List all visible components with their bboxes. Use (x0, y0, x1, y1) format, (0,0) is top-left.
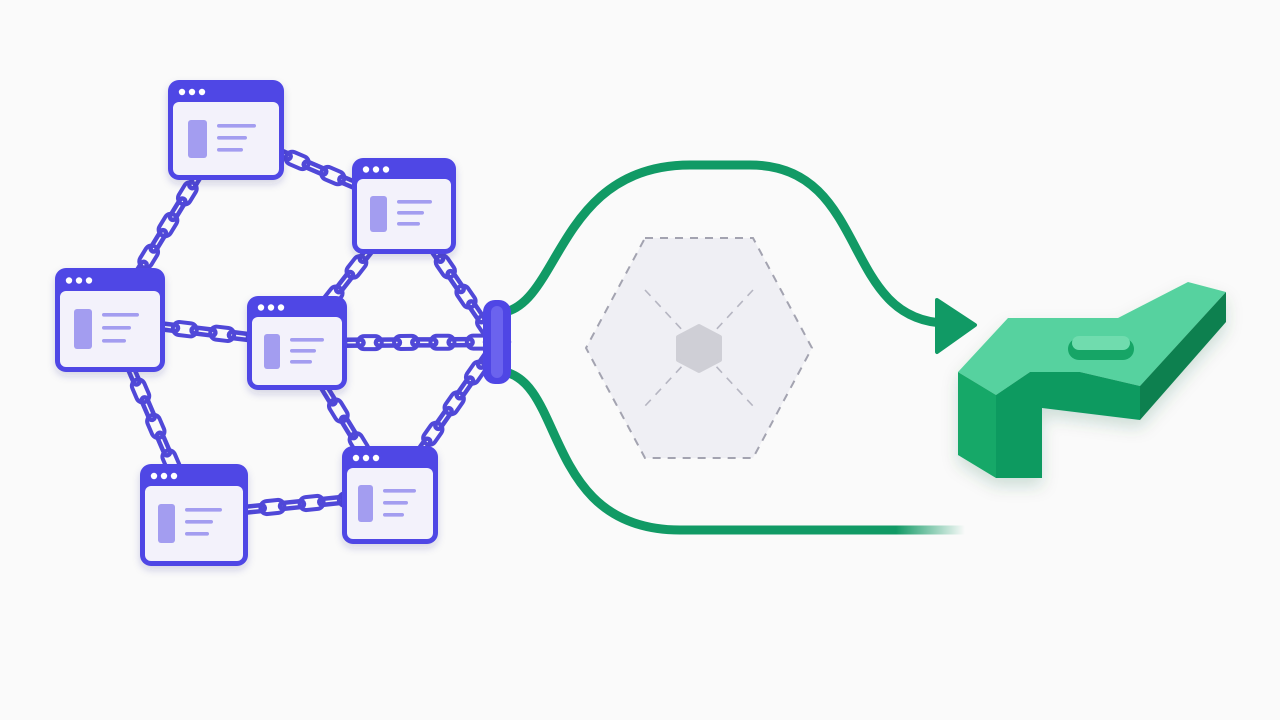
window-dot (178, 88, 186, 96)
arrow-head-icon (935, 298, 977, 354)
hub-core-icon (676, 324, 722, 373)
chain-link (446, 336, 475, 348)
text-line (397, 222, 420, 226)
window-dot (267, 304, 275, 311)
image-placeholder-icon (158, 504, 175, 543)
chain-link (208, 324, 237, 343)
chain-link (338, 414, 359, 441)
chain-link (137, 243, 161, 270)
text-line (185, 508, 222, 512)
chain-link (175, 180, 199, 207)
chain-link (373, 337, 403, 348)
text-line (397, 211, 424, 215)
chain-link (344, 254, 369, 280)
browser-window-icon (352, 158, 456, 254)
chain-link (454, 283, 478, 310)
window-dot (372, 454, 380, 462)
chain-link (170, 320, 199, 339)
chain-link (433, 253, 457, 280)
text-line (290, 349, 316, 353)
window-dot (170, 472, 178, 480)
window-dot (362, 454, 370, 462)
browser-windows (55, 80, 456, 566)
chain-link (442, 390, 466, 417)
text-line (102, 326, 131, 330)
browser-window-icon (247, 296, 347, 390)
window-dot (160, 472, 168, 480)
chain-link (301, 159, 329, 177)
chain-link (333, 269, 356, 295)
window-dot (277, 304, 285, 311)
image-placeholder-icon (370, 196, 387, 232)
text-line (290, 360, 312, 364)
text-line (102, 313, 139, 317)
text-line (217, 136, 247, 140)
chain-link (326, 397, 350, 424)
text-line (397, 200, 432, 204)
chain-link (154, 430, 173, 458)
chain-link (139, 395, 157, 423)
image-placeholder-icon (188, 120, 207, 158)
browser-window-icon (140, 464, 248, 566)
window-dot (65, 277, 73, 284)
flow-lines (500, 160, 977, 535)
window-dot (75, 277, 83, 284)
chain-link (129, 377, 152, 405)
image-placeholder-icon (74, 309, 92, 349)
window-dot (198, 88, 206, 96)
chain-link (258, 497, 287, 517)
chain-link (421, 420, 445, 447)
chain-link (463, 359, 488, 386)
chain-link (277, 498, 307, 512)
image-placeholder-icon (264, 334, 280, 369)
text-line (102, 339, 126, 343)
text-line (217, 148, 243, 152)
chain-link (454, 375, 476, 401)
text-line (185, 532, 209, 536)
text-line (185, 520, 213, 524)
window-dot (257, 304, 265, 311)
text-line (217, 124, 256, 128)
chain-link (148, 227, 169, 254)
window-dot (372, 166, 380, 173)
flow-line-bottom (500, 367, 970, 535)
text-line (383, 513, 404, 517)
window-dot (150, 472, 158, 480)
chain-link (355, 334, 384, 352)
chain-connector-icon (483, 300, 511, 384)
chain-link (145, 412, 167, 440)
text-line (383, 501, 408, 505)
browser-window-icon (342, 446, 438, 544)
chain-link (410, 337, 439, 348)
chain-link (445, 268, 466, 295)
chain-link (392, 333, 421, 351)
browser-window-icon (168, 80, 284, 180)
text-line (290, 338, 324, 342)
window-dot (85, 277, 93, 284)
window-dot (362, 166, 370, 173)
3d-block-icon (958, 282, 1226, 478)
window-dot (188, 88, 196, 96)
chain-link (319, 164, 347, 187)
chain-link (283, 149, 311, 172)
window-dot (382, 166, 390, 173)
chain-link (156, 211, 180, 239)
text-line (383, 489, 416, 493)
browser-window-icon (55, 268, 165, 372)
dashed-hexagon-icon (584, 237, 814, 459)
image-placeholder-icon (358, 485, 373, 522)
chain-link (167, 196, 188, 223)
chain-link (189, 325, 218, 338)
window-dot (352, 454, 360, 462)
chain-link (428, 333, 457, 351)
chain-link (433, 405, 454, 432)
flow-line-top (500, 160, 950, 328)
chain-link (297, 493, 326, 513)
